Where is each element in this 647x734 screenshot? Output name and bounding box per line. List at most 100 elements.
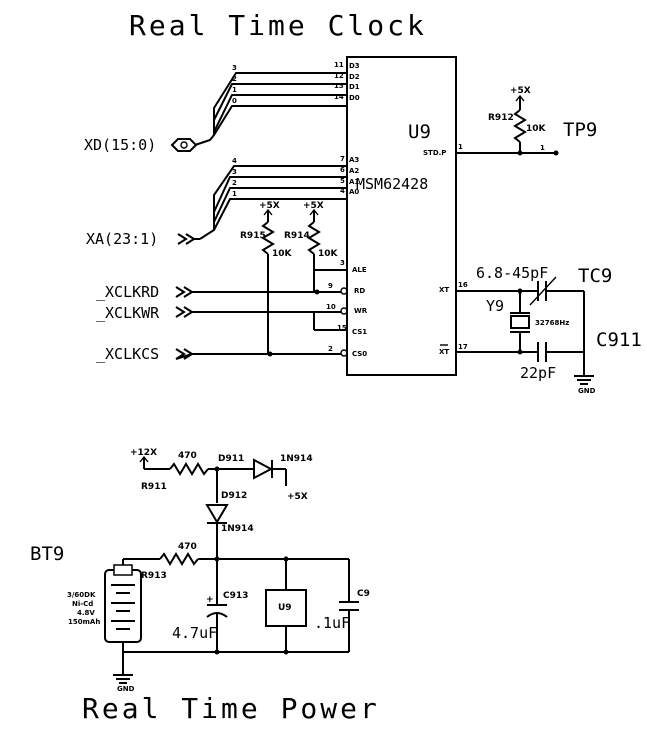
u9-pinnum-16: 16 <box>458 281 468 289</box>
u9-pin-stdp: STD.P <box>423 149 446 157</box>
r914-ref: R914 <box>284 231 310 241</box>
data-bit-0: 0 <box>232 97 237 105</box>
junction-rd <box>314 289 320 295</box>
crystal-section: Y9 32768Hz 6.8-45pF TC9 22pF C911 GND <box>456 264 642 395</box>
testpoint-tp9: 1 TP9 <box>540 119 597 156</box>
bt9-spec-3: 4.8V <box>77 609 95 617</box>
data-bit-2: 2 <box>232 75 237 83</box>
d912-ref: D912 <box>221 491 247 501</box>
addr-bit-4: 4 <box>232 157 237 165</box>
xa-bus-arrow <box>177 233 196 245</box>
u9-pinnum-17: 17 <box>458 343 468 351</box>
bt9-ref: BT9 <box>30 543 64 565</box>
d912-part: 1N914 <box>221 524 254 534</box>
addr-bit-2: 2 <box>232 179 237 187</box>
data-bus: 3 2 1 0 XD(15:0) <box>84 64 347 154</box>
tc9-value: 6.8-45pF <box>476 264 548 282</box>
u9-pinnum-7: 7 <box>340 155 345 163</box>
u9-pin-d3: D3 <box>349 62 360 70</box>
u9-pin-d1: D1 <box>349 83 360 91</box>
u9-pin-cs0: CS0 <box>352 350 367 358</box>
bt9-spec-1: 3/60DK <box>67 591 96 599</box>
u9-pin-a0: A0 <box>349 188 359 196</box>
u9-pinnum-15: 15 <box>337 324 347 332</box>
u9-pinnum-13: 13 <box>334 82 344 90</box>
addr-bit-1: 1 <box>232 190 237 198</box>
u9-pinnum-10: 10 <box>326 303 336 311</box>
resistor-r915: +5X R915 10K <box>240 201 293 354</box>
c913-ref: C913 <box>223 591 248 601</box>
u9-pin-rd: RD <box>354 287 365 295</box>
control-signals: _XCLKRD _XCLKWR _XCLKCS <box>96 283 341 363</box>
u9-pin-xt-bar: XT <box>439 348 449 356</box>
c9-value: .1uF <box>314 614 350 632</box>
c913-value: 4.7uF <box>172 624 217 642</box>
u9-ref: U9 <box>408 121 431 143</box>
signal-xclkcs: _XCLKCS <box>96 345 159 363</box>
c913-plus: + <box>206 595 214 605</box>
resistor-r912: +5X R912 10K <box>456 86 555 156</box>
u9-small-ref: U9 <box>278 603 292 613</box>
c911-ref: C911 <box>596 329 642 351</box>
u9-pin-ale: ALE <box>352 266 367 274</box>
power-section: +12X 470 R911 D911 1N914 +5X D912 1N914 … <box>30 448 370 693</box>
r911-ref: R911 <box>141 482 167 492</box>
crystal-ground-label: GND <box>578 387 596 395</box>
y9-freq: 32768Hz <box>535 319 569 327</box>
bt9-spec-4: 150mAh <box>68 618 100 626</box>
u9-pin-a2: A2 <box>349 167 359 175</box>
u9-pinnum-4: 4 <box>340 187 345 195</box>
d911-supply: +5X <box>287 492 308 502</box>
u9-chip: U9 MSM62428 D3 D2 D1 D0 A3 A2 A1 A0 ALE … <box>326 56 468 376</box>
xa-bus-label: XA(23:1) <box>86 230 158 248</box>
r911-value: 470 <box>178 451 197 461</box>
u9-pinnum-6: 6 <box>340 166 345 174</box>
address-bus: 4 3 2 1 XA(23:1) <box>86 157 347 248</box>
r914-value: 10K <box>318 249 339 259</box>
tp9-pin: 1 <box>540 144 545 152</box>
u9-pin-d0: D0 <box>349 94 360 102</box>
supply-12x: +12X <box>130 448 157 458</box>
u9-pinnum-5: 5 <box>340 177 345 185</box>
tp9-ref: TP9 <box>563 119 597 141</box>
c9-ref: C9 <box>357 589 370 599</box>
r914-supply: +5X <box>303 201 324 211</box>
u9-pinnum-3: 3 <box>340 259 345 267</box>
u9-pinnum-14: 14 <box>334 93 344 101</box>
d911-part: 1N914 <box>280 454 313 464</box>
title-real-time-power: Real Time Power <box>82 692 380 725</box>
u9-pinnum-2: 2 <box>328 345 333 353</box>
signal-xclkwr: _XCLKWR <box>96 304 160 322</box>
u9-pin-xt: XT <box>439 286 449 294</box>
r913-ref: R913 <box>141 571 167 581</box>
u9-pin-cs1: CS1 <box>352 328 367 336</box>
u9-pin-a1: A1 <box>349 178 359 186</box>
u9-pin-d2: D2 <box>349 73 360 81</box>
r915-value: 10K <box>272 249 293 259</box>
addr-bit-3: 3 <box>232 168 237 176</box>
resistor-r914: +5X R914 10K <box>284 201 347 292</box>
tc9-ref: TC9 <box>578 265 612 287</box>
bt9-spec-2: Ni-Cd <box>72 600 93 608</box>
u9-pinnum-1: 1 <box>458 143 463 151</box>
r915-supply: +5X <box>259 201 280 211</box>
u9-pinnum-9: 9 <box>328 282 333 290</box>
u9-pin-wr: WR <box>354 307 368 315</box>
xd-bus-label: XD(15:0) <box>84 136 156 154</box>
y9-ref: Y9 <box>486 297 504 315</box>
u9-part: MSM62428 <box>356 175 428 193</box>
signal-xclkrd: _XCLKRD <box>96 283 159 301</box>
r912-value: 10K <box>526 124 547 134</box>
data-bit-1: 1 <box>232 86 237 94</box>
d911-ref: D911 <box>218 454 244 464</box>
r913-value: 470 <box>178 542 197 552</box>
u9-pin-a3: A3 <box>349 156 359 164</box>
u9-pinnum-11: 11 <box>334 61 344 69</box>
xd-bus-connector-dot <box>180 141 188 149</box>
xd-bus-connector <box>170 138 198 152</box>
c911-value: 22pF <box>520 364 556 382</box>
r912-ref: R912 <box>488 113 514 123</box>
r915-ref: R915 <box>240 231 266 241</box>
title-real-time-clock: Real Time Clock <box>129 9 427 42</box>
